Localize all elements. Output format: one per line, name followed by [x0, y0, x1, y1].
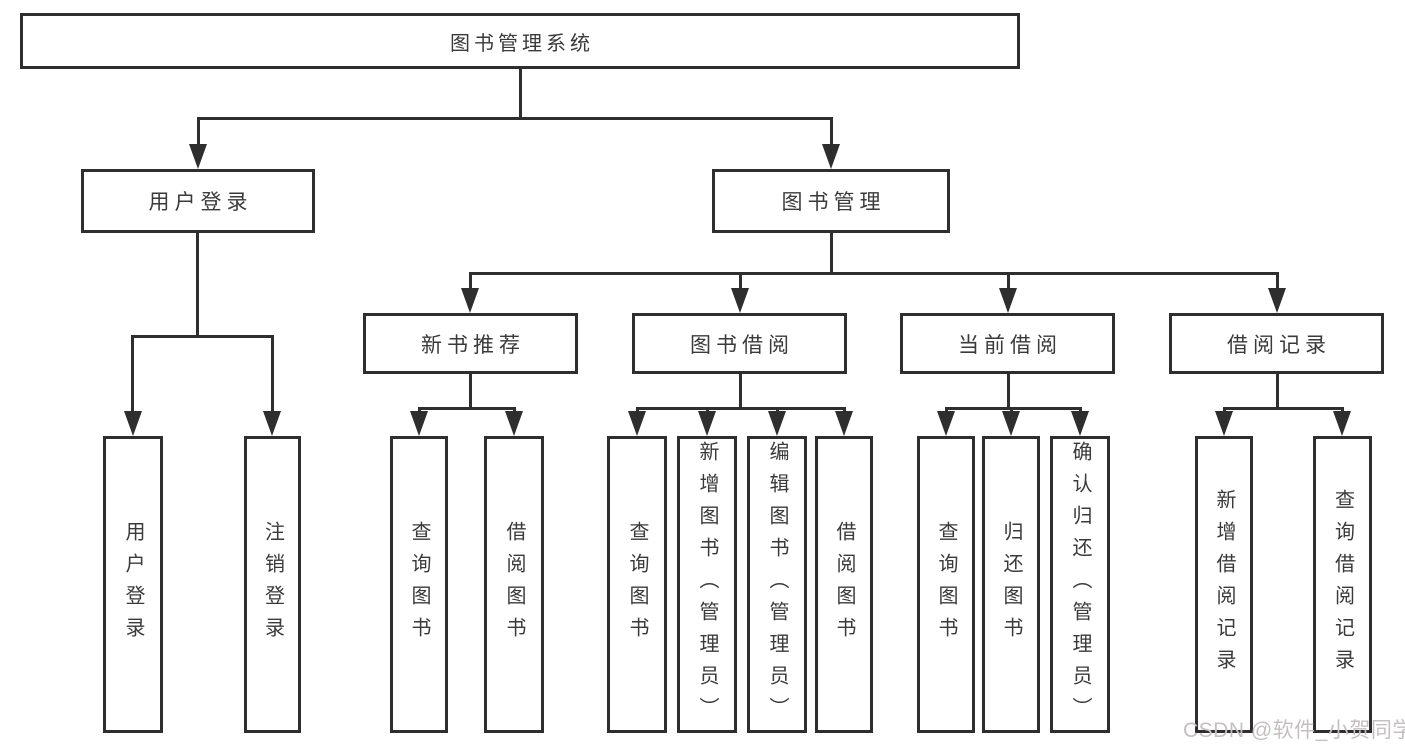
arrow-down-icon	[1268, 288, 1286, 313]
leaf-label: 新增借阅记录	[1213, 488, 1235, 681]
leaf-label: 查询借阅记录	[1331, 488, 1354, 681]
leaf-label: 查询图书	[935, 520, 957, 649]
leaf-user-login: 用户登录	[103, 436, 163, 733]
leaf-query-books-recommend: 查询图书	[390, 436, 448, 733]
edge-line	[469, 272, 1279, 275]
arrow-down-icon	[505, 411, 523, 436]
leaf-add-books-admin: 新增图书（管理员）	[677, 436, 737, 733]
node-library-system: 图书管理系统	[20, 13, 1020, 69]
edge-line	[1223, 407, 1344, 410]
leaf-query-books-current: 查询图书	[917, 436, 975, 733]
leaf-return-books: 归还图书	[982, 436, 1040, 733]
edge-line	[830, 117, 833, 147]
arrow-down-icon	[189, 144, 207, 169]
edge-line	[418, 407, 516, 410]
leaf-label: 查询图书	[408, 520, 430, 649]
arrow-down-icon	[1215, 411, 1233, 436]
edge-line	[271, 335, 274, 413]
arrow-down-icon	[835, 411, 853, 436]
leaf-borrow-books: 借阅图书	[815, 436, 873, 733]
node-book-borrowing: 图书借阅	[632, 313, 847, 374]
leaf-label: 借阅图书	[503, 520, 525, 649]
leaf-add-borrow-record: 新增借阅记录	[1195, 436, 1253, 733]
edge-line	[469, 272, 472, 290]
edge-line	[1007, 373, 1010, 410]
leaf-borrow-books-recommend: 借阅图书	[484, 436, 544, 733]
arrow-down-icon	[698, 411, 716, 436]
edge-line	[469, 373, 472, 410]
leaf-edit-books-admin: 编辑图书（管理员）	[747, 436, 807, 733]
leaf-query-books-borrowing: 查询图书	[607, 436, 667, 733]
edge-line	[1276, 373, 1279, 410]
edge-line	[196, 232, 199, 338]
node-current-borrowing: 当前借阅	[900, 313, 1115, 374]
leaf-query-borrow-record: 查询借阅记录	[1313, 436, 1372, 733]
leaf-label: 用户登录	[122, 520, 144, 649]
arrow-down-icon	[731, 288, 749, 313]
arrow-down-icon	[1071, 411, 1089, 436]
arrow-down-icon	[628, 411, 646, 436]
leaf-label: 编辑图书（管理员）	[766, 440, 788, 729]
arrow-down-icon	[1333, 411, 1351, 436]
leaf-label: 注销登录	[261, 520, 284, 649]
edge-line	[945, 407, 1082, 410]
edge-line	[131, 335, 274, 338]
watermark-text: CSDN @软件_小贺同学	[1183, 719, 1405, 742]
edge-line	[739, 373, 742, 410]
arrow-down-icon	[937, 411, 955, 436]
leaf-label: 借阅图书	[833, 520, 855, 649]
arrow-down-icon	[263, 411, 281, 436]
leaf-logout: 注销登录	[244, 436, 301, 733]
arrow-down-icon	[822, 144, 840, 169]
arrow-down-icon	[999, 288, 1017, 313]
edge-line	[131, 335, 134, 413]
arrow-down-icon	[461, 288, 479, 313]
arrow-down-icon	[768, 411, 786, 436]
arrow-down-icon	[410, 411, 428, 436]
node-borrowing-records: 借阅记录	[1169, 313, 1384, 374]
node-book-management: 图书管理	[712, 169, 950, 233]
edge-line	[1276, 272, 1279, 290]
leaf-label: 确认归还（管理员）	[1069, 440, 1091, 729]
arrow-down-icon	[1002, 411, 1020, 436]
edge-line	[197, 117, 833, 120]
edge-line	[830, 232, 833, 275]
edge-line	[197, 117, 200, 147]
edge-line	[739, 272, 742, 290]
leaf-label: 归还图书	[1000, 520, 1022, 649]
edge-line	[519, 68, 522, 118]
arrow-down-icon	[124, 411, 142, 436]
node-new-book-recommend: 新书推荐	[363, 313, 578, 374]
leaf-confirm-return-admin: 确认归还（管理员）	[1050, 436, 1110, 733]
edge-line	[1007, 272, 1010, 290]
leaf-label: 新增图书（管理员）	[696, 440, 718, 729]
node-user-login: 用户登录	[81, 169, 315, 233]
leaf-label: 查询图书	[626, 520, 648, 649]
edge-line	[636, 407, 846, 410]
